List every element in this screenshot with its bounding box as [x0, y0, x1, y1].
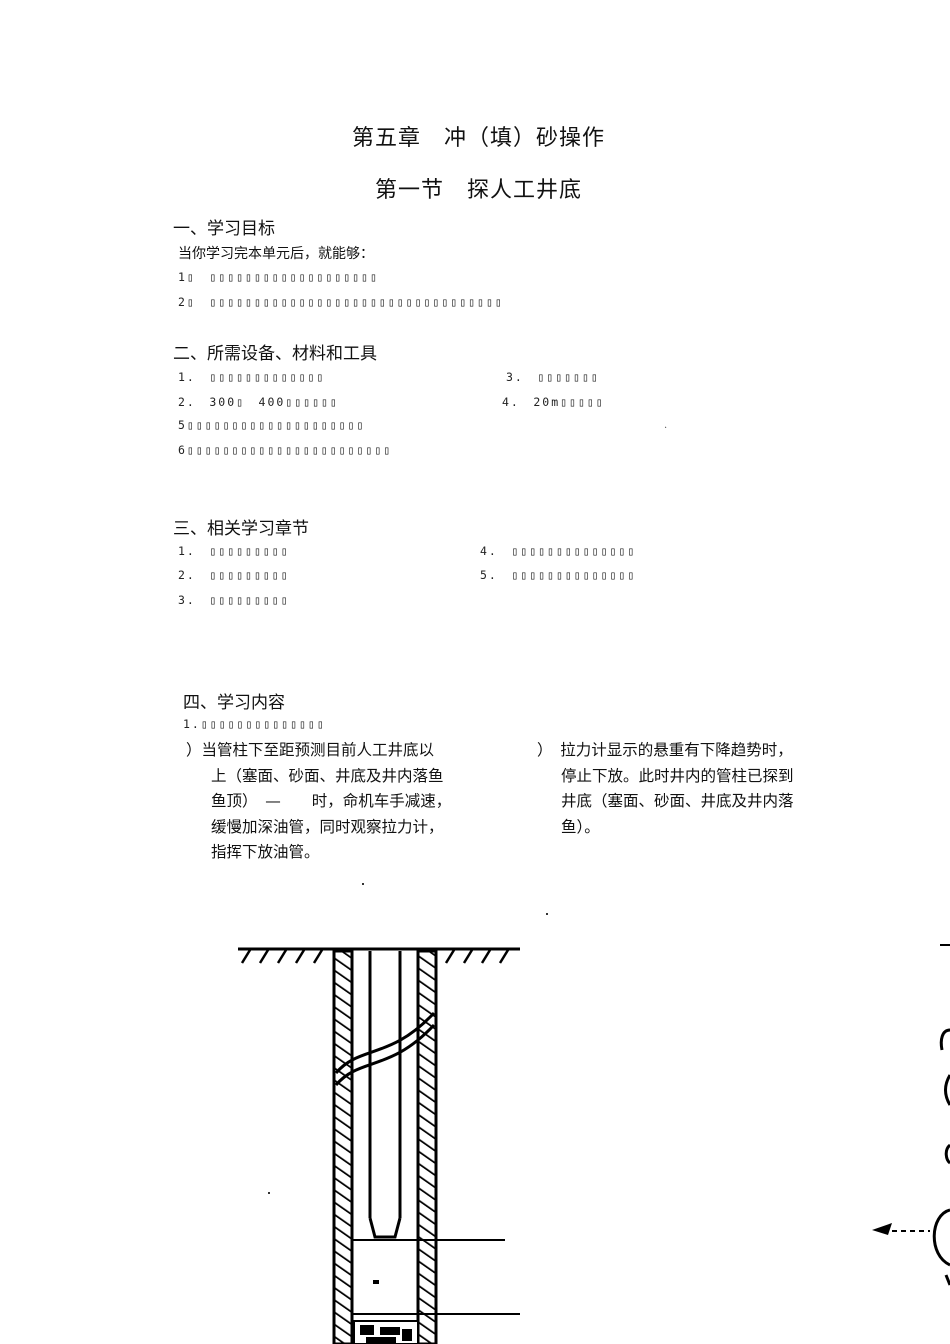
sec3-item: 4. ▯▯▯▯▯▯▯▯▯▯▯▯▯▯: [480, 544, 637, 558]
para-line: 鱼顶） — 时，命机车手减速，: [211, 792, 452, 810]
para-line: 井底（塞面、砂面、井底及井内落: [561, 792, 794, 810]
para-line: 指挥下放油管。: [211, 843, 320, 861]
sec2-item: 6▯▯▯▯▯▯▯▯▯▯▯▯▯▯▯▯▯▯▯▯▯▯▯: [178, 443, 393, 457]
para-line: 停止下放。此时井内的管柱已探到: [561, 766, 794, 785]
sec4-subheading: 1.▯▯▯▯▯▯▯▯▯▯▯▯▯▯: [183, 717, 326, 731]
para-line: 上（塞面、砂面、井底及井内落鱼: [211, 766, 444, 785]
sec2-item: 2. 300▯ 400▯▯▯▯▯▯: [178, 395, 339, 409]
left-paragraph: ）当管柱下至距预测目前人工井底以 上（塞面、砂面、井底及井内落鱼 鱼顶） — 时…: [186, 738, 486, 866]
sec2-item: 1. ▯▯▯▯▯▯▯▯▯▯▯▯▯: [178, 370, 326, 384]
side-diagram-fragment: [872, 944, 950, 1286]
sec1-intro: 当你学习完本单元后，就能够：: [178, 246, 374, 262]
speck: [546, 913, 548, 915]
sec3-item: 2. ▯▯▯▯▯▯▯▯▯: [178, 568, 290, 582]
para-line: 鱼）。: [561, 817, 600, 836]
para-line: 缓慢加深油管，同时观察拉力计，: [211, 817, 444, 836]
sec3-item: 5. ▯▯▯▯▯▯▯▯▯▯▯▯▯▯: [480, 568, 637, 582]
speck: [268, 1192, 270, 1194]
sec3-item: 3. ▯▯▯▯▯▯▯▯▯: [178, 593, 290, 607]
speck: [362, 883, 364, 885]
sec2-item: 4. 20m▯▯▯▯▯: [502, 395, 605, 409]
sec1-heading: 一、学习目标: [173, 219, 275, 239]
sec2-item: 3. ▯▯▯▯▯▯▯: [506, 370, 600, 384]
sec1-item: 2▯ ▯▯▯▯▯▯▯▯▯▯▯▯▯▯▯▯▯▯▯▯▯▯▯▯▯▯▯▯▯▯▯▯▯: [178, 295, 504, 309]
sec3-item: 1. ▯▯▯▯▯▯▯▯▯: [178, 544, 290, 558]
sec4-heading: 四、学习内容: [183, 693, 285, 713]
section-title: 第一节 探人工井底: [375, 178, 583, 203]
stray-dot: .: [664, 420, 668, 431]
para-line: ）当管柱下至距预测目前人工井底以: [186, 741, 435, 759]
well-diagram: [238, 947, 520, 1344]
chapter-title: 第五章 冲（填）砂操作: [352, 126, 606, 151]
sec1-item: 1▯ ▯▯▯▯▯▯▯▯▯▯▯▯▯▯▯▯▯▯▯: [178, 270, 379, 284]
sec2-item: 5▯▯▯▯▯▯▯▯▯▯▯▯▯▯▯▯▯▯▯▯: [178, 418, 366, 432]
right-paragraph: ） 拉力计显示的悬重有下降趋势时， 停止下放。此时井内的管柱已探到 井底（塞面、…: [537, 738, 837, 840]
sec2-heading: 二、所需设备、材料和工具: [173, 344, 377, 364]
para-line: ） 拉力计显示的悬重有下降趋势时，: [537, 741, 793, 759]
sec3-heading: 三、相关学习章节: [173, 519, 309, 539]
